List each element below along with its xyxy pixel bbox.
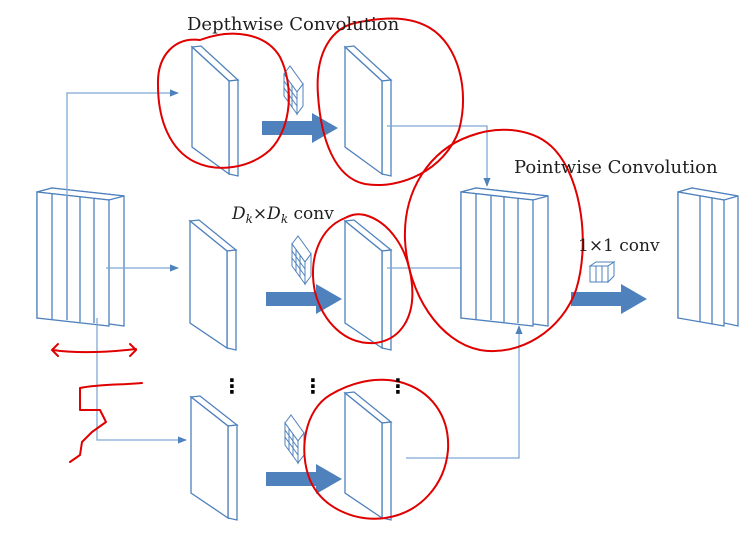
depthwise-output-3 xyxy=(343,391,393,521)
channel-slice-1 xyxy=(190,45,240,177)
output-feature-map xyxy=(677,187,739,327)
depthwise-output-1 xyxy=(343,45,393,177)
depthwise-kernel-3 xyxy=(284,414,305,465)
pointwise-kernel-label: 1×1 conv xyxy=(578,236,660,256)
pointwise-kernel xyxy=(588,261,616,284)
pointwise-title: Pointwise Convolution xyxy=(514,157,718,178)
annotation-circle-pointwise xyxy=(403,128,584,353)
ellipsis-kernels: ⋮ xyxy=(303,374,323,398)
annotation-bracket xyxy=(51,343,137,357)
red-annotations xyxy=(51,17,584,520)
depthwise-kernel-2 xyxy=(291,235,312,286)
depthwise-arrow-1 xyxy=(262,113,338,143)
ellipsis-slices: ⋮ xyxy=(222,374,242,398)
kernel-size-label: Dk×Dk conv xyxy=(232,204,334,226)
concatenated-feature-map xyxy=(460,187,549,327)
pointwise-arrow xyxy=(571,284,647,314)
annotation-circle-output-2 xyxy=(312,213,414,345)
depthwise-title: Depthwise Convolution xyxy=(187,14,400,35)
annotation-circle-output-3 xyxy=(303,378,450,520)
annotation-scribble xyxy=(69,382,143,463)
ellipsis-outputs: ⋮ xyxy=(388,374,408,398)
channel-slice-2 xyxy=(188,219,238,351)
annotation-circle-output-1 xyxy=(316,17,465,186)
input-feature-map xyxy=(36,187,125,327)
channel-slice-3 xyxy=(189,395,239,521)
depthwise-output-2 xyxy=(343,219,393,351)
annotation-circle-slice-1 xyxy=(156,32,290,169)
depthwise-arrow-2 xyxy=(266,284,342,314)
depthwise-arrow-3 xyxy=(266,464,342,494)
input-connectors xyxy=(66,89,187,444)
